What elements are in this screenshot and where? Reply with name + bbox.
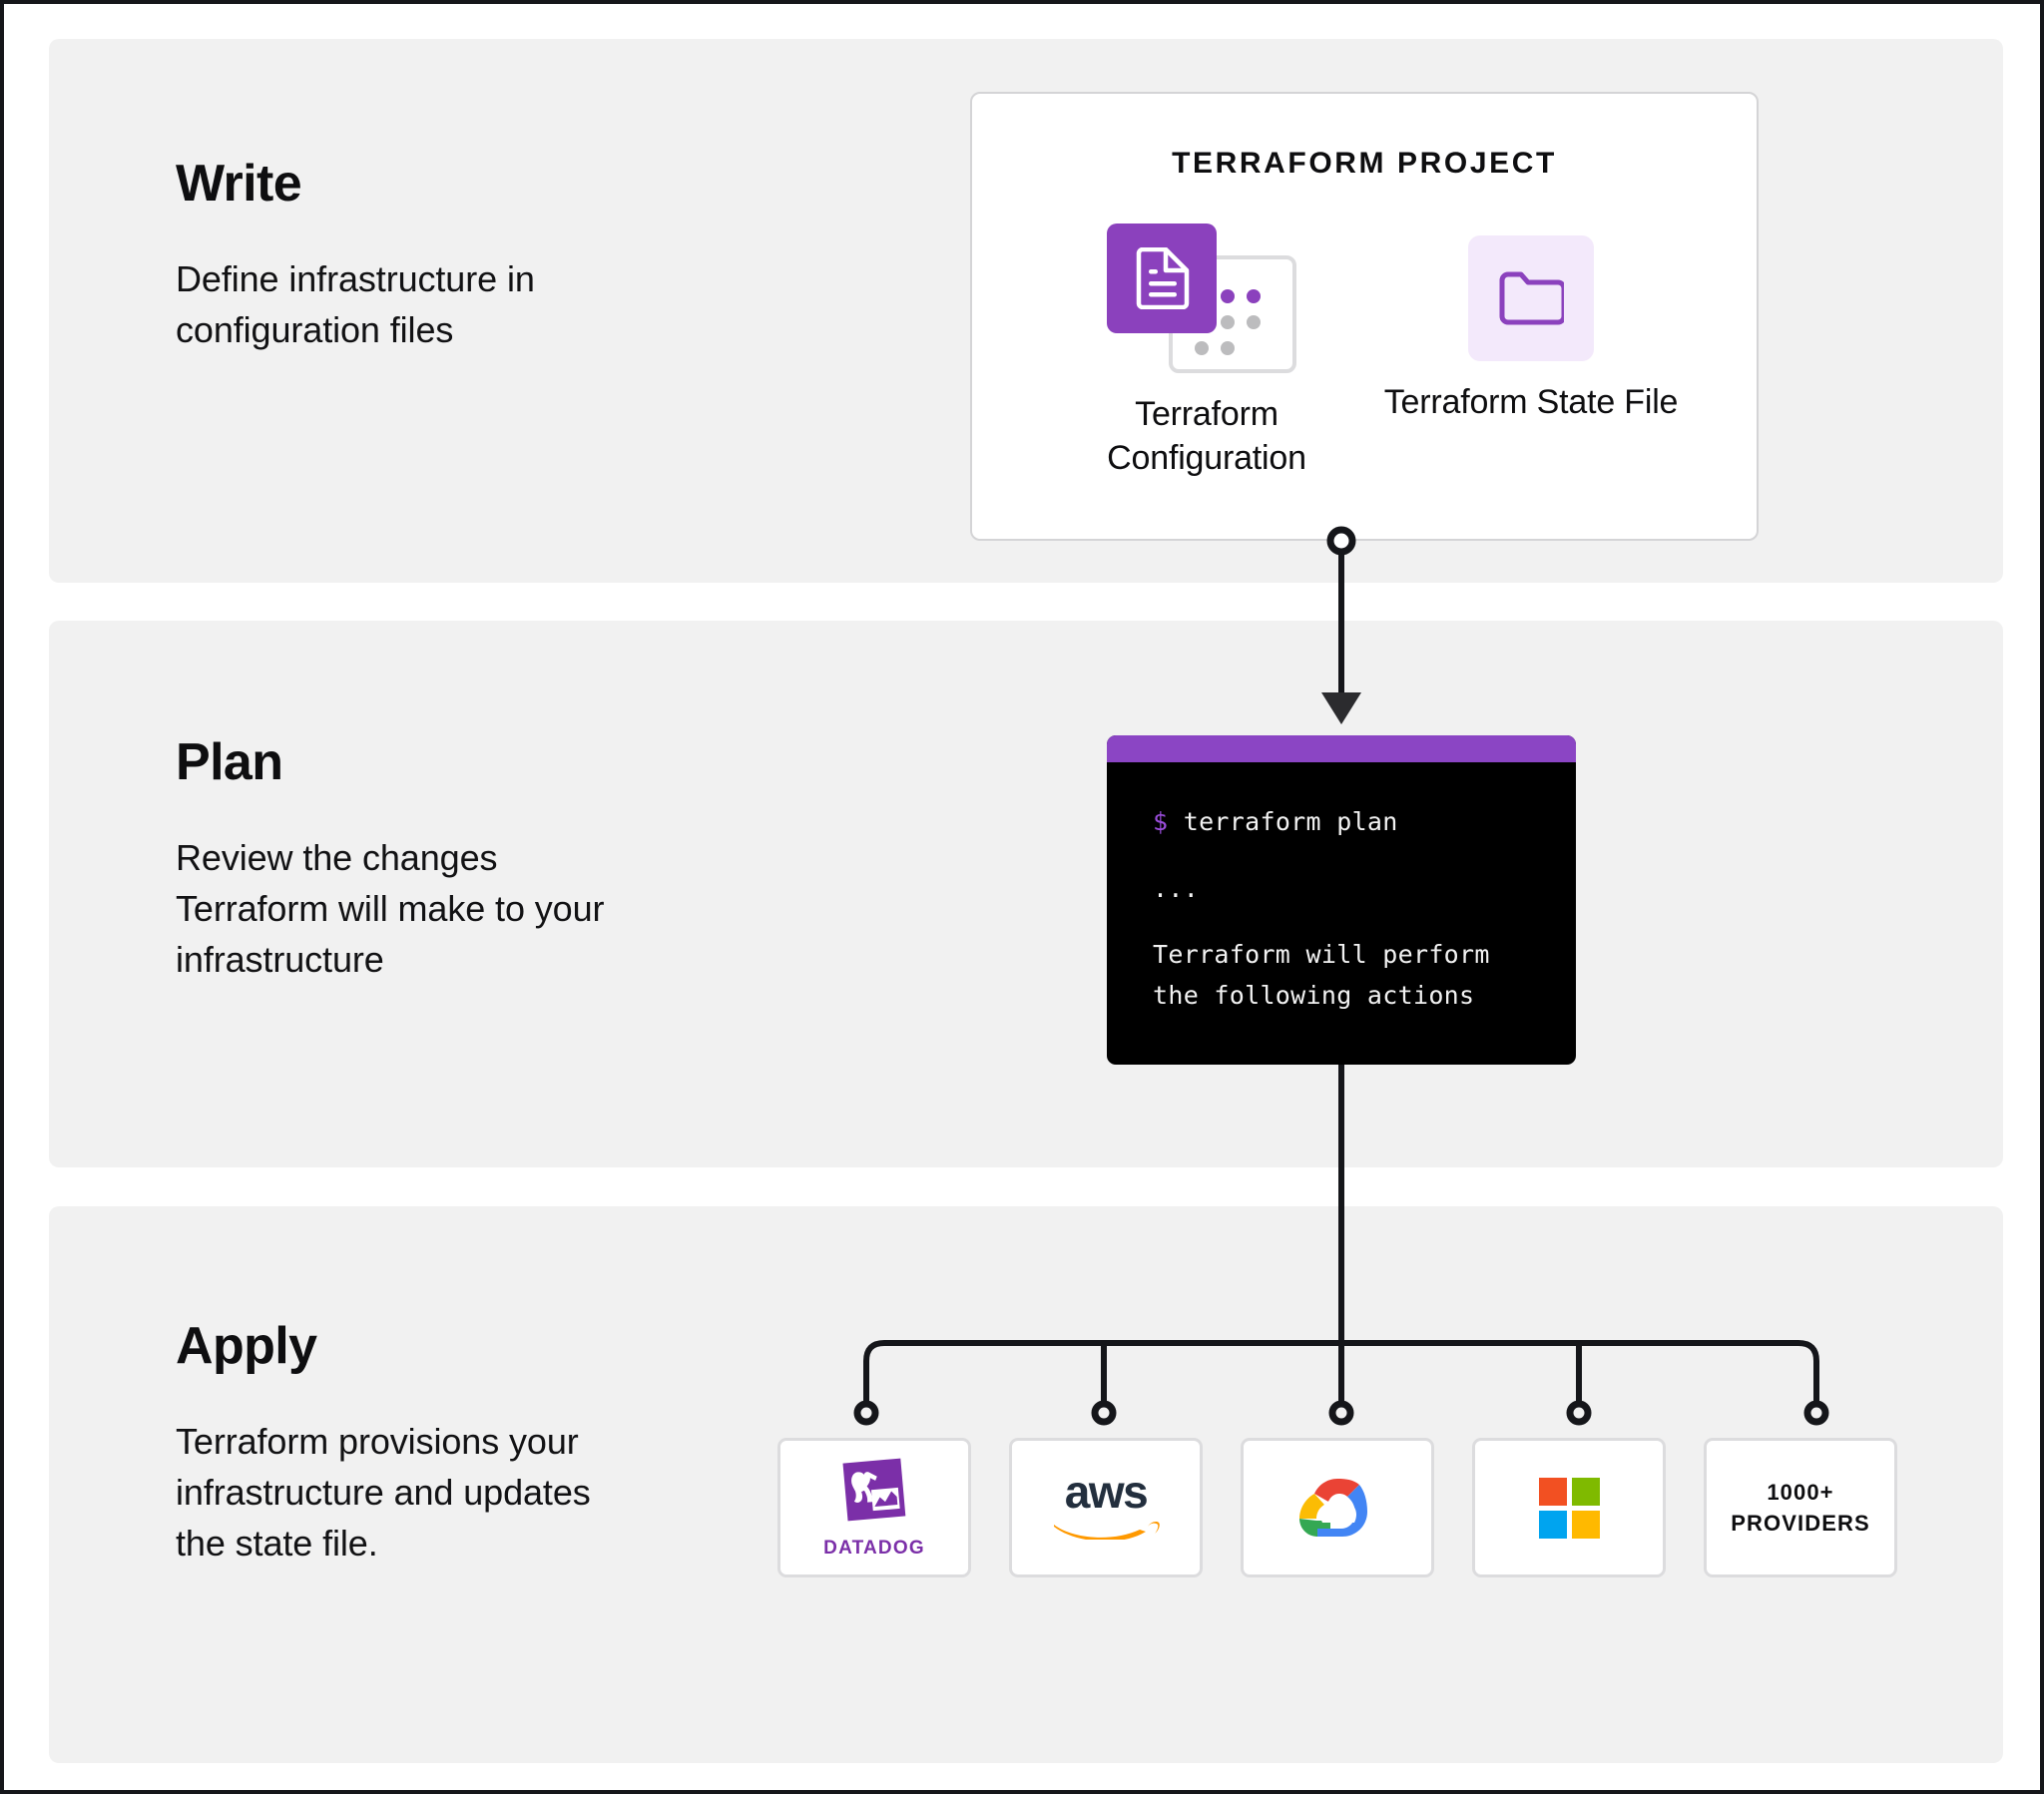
asset-label-state-file: Terraform State File (1383, 383, 1679, 421)
section-title-write: Write (176, 155, 302, 213)
asset-label-configuration: Terraform Configuration (1107, 395, 1306, 477)
more-providers-count: 1000+ (1767, 1479, 1834, 1505)
microsoft-square-yellow (1571, 1510, 1600, 1539)
terminal-output-line-1: Terraform will perform (1153, 940, 1490, 969)
microsoft-square-green (1571, 1477, 1600, 1506)
section-body-apply: Terraform provisions your infrastructure… (176, 1421, 591, 1565)
project-card-heading: TERRAFORM PROJECT (1172, 147, 1557, 180)
asset-terraform-state-file: Terraform State File (1371, 224, 1691, 425)
terminal-spacer-2 (1153, 909, 1576, 935)
aws-smile-icon (1054, 1522, 1160, 1543)
provider-card-google-cloud[interactable] (1241, 1438, 1434, 1577)
microsoft-square-blue (1538, 1510, 1567, 1539)
terminal-command: terraform plan (1183, 807, 1398, 836)
datadog-wordmark: DATADOG (823, 1537, 925, 1559)
terminal-ellipsis: ... (1153, 873, 1200, 903)
more-providers-label: 1000+ PROVIDERS (1731, 1477, 1869, 1539)
provider-card-aws[interactable]: aws (1009, 1438, 1203, 1577)
aws-logo: aws (1050, 1465, 1162, 1546)
terminal-output: $ terraform plan ... Terraform will perf… (1107, 762, 1576, 1016)
section-body-plan: Review the changes Terraform will make t… (176, 837, 605, 981)
terminal-command-line: $ terraform plan (1153, 802, 1576, 843)
terminal-title-bar (1107, 735, 1576, 762)
terminal-prompt: $ (1153, 807, 1169, 836)
datadog-logo: DATADOG (823, 1457, 925, 1560)
provider-card-datadog[interactable]: DATADOG (777, 1438, 971, 1577)
microsoft-logo (1538, 1477, 1600, 1539)
folder-icon (1468, 235, 1594, 361)
provider-card-microsoft[interactable] (1472, 1438, 1666, 1577)
section-body-write: Define infrastructure in configuration f… (176, 258, 535, 351)
aws-wordmark: aws (1064, 1465, 1149, 1518)
microsoft-square-red (1538, 1477, 1567, 1506)
section-band-plan (49, 621, 2003, 1167)
more-providers-word: PROVIDERS (1731, 1511, 1870, 1536)
document-tile-icon (1107, 224, 1217, 333)
terminal-spacer (1153, 843, 1576, 869)
terminal-window: $ terraform plan ... Terraform will perf… (1107, 735, 1576, 1065)
asset-terraform-configuration: Terraform Configuration (1047, 224, 1366, 480)
terminal-output-line-2: the following actions (1153, 980, 1475, 1010)
terraform-project-card: TERRAFORM PROJECT (970, 92, 1759, 541)
google-cloud-logo (1299, 1479, 1367, 1537)
provider-card-more-providers[interactable]: 1000+ PROVIDERS (1704, 1438, 1897, 1577)
datadog-mark-icon (842, 1458, 906, 1521)
document-icon (1107, 224, 1306, 373)
section-title-plan: Plan (176, 733, 283, 791)
provider-card-row: DATADOG aws (777, 1438, 1897, 1577)
section-title-apply: Apply (176, 1317, 317, 1375)
